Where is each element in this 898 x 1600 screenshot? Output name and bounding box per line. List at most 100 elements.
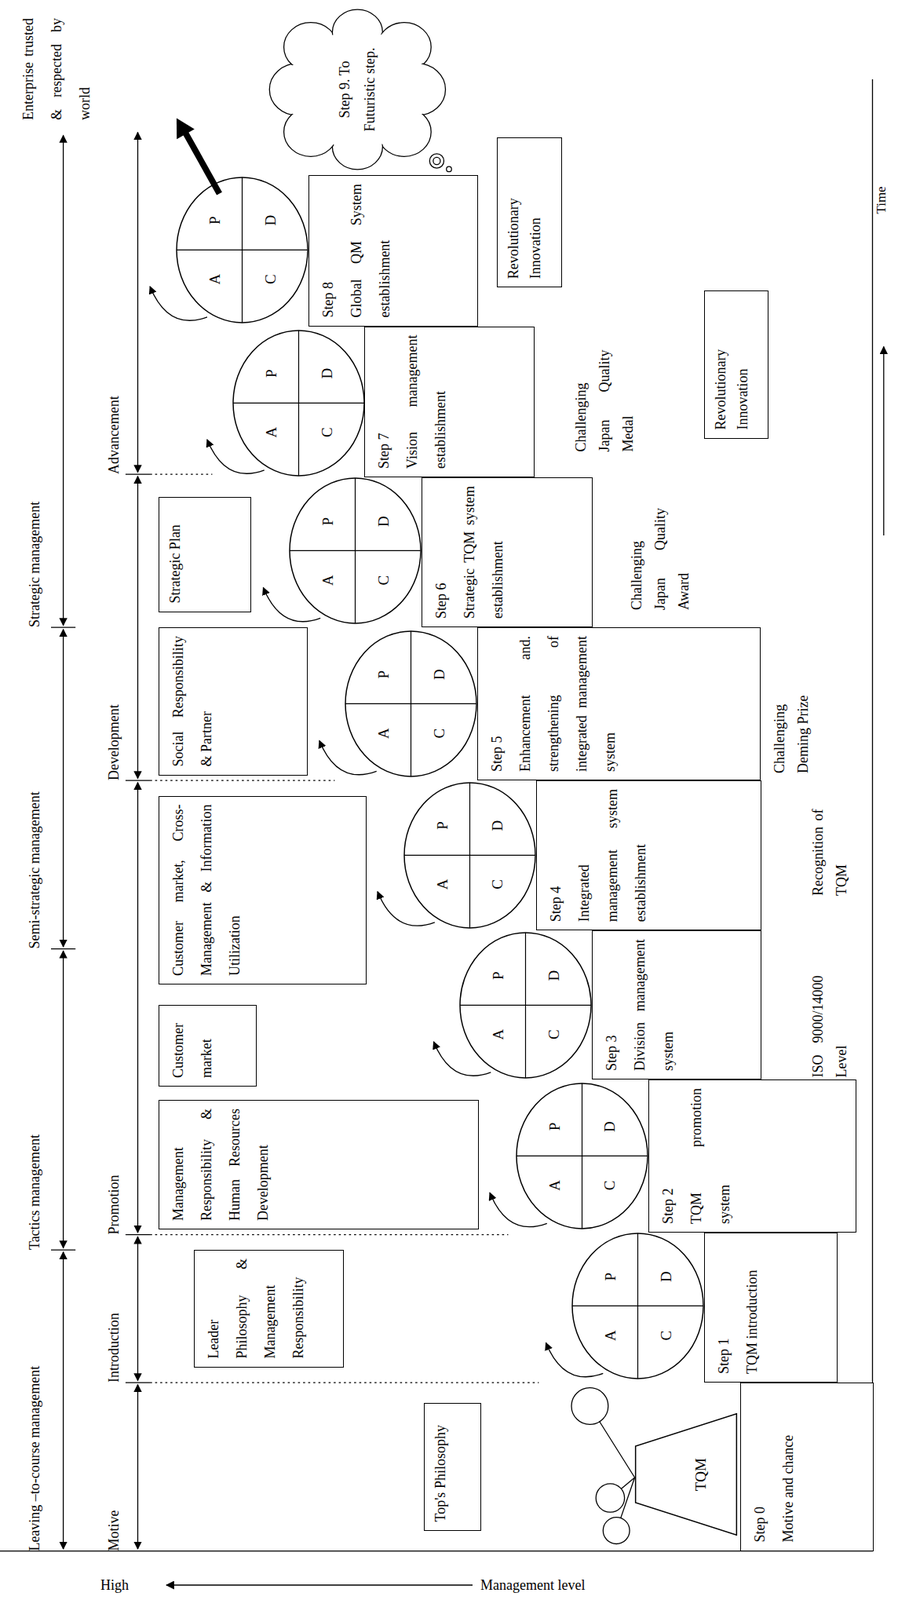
milestone-text: Challenging Deming Prize <box>767 671 815 774</box>
step-number: Step 1 <box>709 1241 738 1374</box>
pdca-letter: P <box>263 368 279 378</box>
step-title: Global QM System establishment <box>342 183 399 318</box>
pdca-circle: APCD <box>175 176 309 324</box>
milestone-text: Challenging Japan Quality Award <box>624 507 696 610</box>
box-text: Customer market <box>164 1013 221 1078</box>
pdca-letter: P <box>490 971 506 980</box>
pdca-circle: APCD <box>459 931 592 1079</box>
step-title: Integrated management system establishme… <box>569 788 655 922</box>
pdca-letter: C <box>431 728 447 739</box>
box-text: Strategic Plan <box>164 505 187 604</box>
management-stage: Strategic management <box>22 135 47 628</box>
pdca-letter: C <box>262 273 278 285</box>
wheel-rim <box>516 1083 648 1229</box>
concept-box: Top's Philosophy <box>423 1402 482 1531</box>
balloon <box>595 1483 625 1512</box>
span-arrow <box>137 782 139 1233</box>
wheel-divider <box>354 478 356 624</box>
management-stage: Leaving –to-course management <box>22 1249 47 1552</box>
balloon-sticks <box>589 1405 635 1531</box>
step-box: Step 1TQM introduction <box>704 1232 838 1383</box>
cloud-fill <box>292 30 423 149</box>
wheel-rim <box>404 782 536 928</box>
level-arrow-line <box>166 1584 473 1585</box>
pdca-letter: D <box>431 668 447 680</box>
span-arrow <box>62 950 64 1248</box>
wheel-rim <box>572 1233 704 1379</box>
phase-name: Motive <box>102 1382 126 1552</box>
step-box: Step 6Strategic TQM system establishment <box>421 477 593 628</box>
axis-label: High <box>100 1576 148 1594</box>
concept-box: Management Responsibility & Human Resour… <box>158 1099 479 1230</box>
step-number: Step 5 <box>482 635 512 772</box>
pdca-letter: D <box>602 1120 617 1132</box>
box-text: Revolutionary Innovation <box>502 146 547 279</box>
step-number: Step 8 <box>313 183 343 318</box>
pdca-wheel <box>571 1232 705 1380</box>
span-ticks <box>125 474 150 1383</box>
wheel-divider <box>298 330 300 476</box>
trapezoid-text: TQM <box>691 1457 711 1491</box>
wheel-rim <box>233 330 365 476</box>
step-number: Step 2 <box>653 1087 683 1224</box>
box-text: Top's Philosophy <box>429 1411 452 1523</box>
pdca-letter: C <box>319 427 335 438</box>
tqm-trapezoid: TQM <box>635 1412 738 1536</box>
trapezoid-outline <box>635 1412 738 1536</box>
milestone-text: Recognition of TQM <box>806 809 854 897</box>
span-arrow <box>137 476 139 779</box>
step-box: Step 7Vision management establishment <box>364 326 535 478</box>
pdca-letter: A <box>434 879 449 891</box>
pdca-letter: D <box>262 215 278 227</box>
concept-box: Customer market, Cross-Management & Info… <box>158 795 367 986</box>
pdca-letter: A <box>375 727 391 739</box>
level-arrow <box>0 1566 898 1598</box>
step-box: Step 2TQM promotion system <box>648 1079 857 1233</box>
trapezoid-shape <box>635 1413 737 1535</box>
thought-bubble <box>433 156 441 165</box>
concept-box: Leader Philosophy & Management Responsib… <box>193 1249 344 1368</box>
concept-box: Social Responsibility & Partner <box>158 627 308 776</box>
concept-box: Strategic Plan <box>158 496 252 613</box>
pdca-letter: A <box>490 1029 506 1041</box>
trapezoid-text-area: TQM <box>665 1412 738 1536</box>
pdca-circle: APCD <box>232 329 366 477</box>
management-stage: Tactics management <box>22 949 47 1251</box>
pdca-wheel <box>288 477 422 625</box>
pdca-wheel <box>344 630 478 778</box>
pdca-letter: A <box>206 273 222 285</box>
wheel-divider <box>525 932 526 1078</box>
balloon <box>602 1517 630 1545</box>
thought-cloud: Step 9. To Futuristic step. <box>267 7 448 172</box>
goal-text: Enterprise trusted & respected by world <box>14 18 99 121</box>
span-arrow <box>62 135 64 625</box>
pdca-circle: APCD <box>288 477 422 625</box>
box-text: Leader Philosophy & Management Responsib… <box>199 1258 313 1359</box>
milestone-text: ISO 9000/14000 Level <box>806 974 854 1077</box>
milestone-text: Challenging Japan Quality Medal <box>569 350 640 453</box>
step-number: Step 6 <box>427 485 456 619</box>
box-text: Customer market, Cross-Management & Info… <box>164 804 249 977</box>
future-arrow-head <box>176 117 195 139</box>
cloud-outline <box>267 7 448 172</box>
step-box: Step 4Integrated management system estab… <box>536 780 762 931</box>
phase-name: Advancement <box>102 132 126 475</box>
span-arrow <box>137 1236 139 1380</box>
pdca-letter: D <box>657 1270 673 1282</box>
pdca-wheel <box>403 781 537 928</box>
wheel-divider <box>410 631 412 777</box>
pdca-letter: C <box>602 1180 617 1191</box>
thought-bubble <box>446 166 453 172</box>
step-title: Vision management establishment <box>397 335 455 469</box>
pdca-letter: A <box>602 1329 618 1341</box>
step-title: TQM promotion system <box>682 1087 739 1224</box>
pdca-letter: D <box>489 820 505 832</box>
balloon <box>571 1387 609 1425</box>
pdca-circle: APCD <box>571 1232 705 1380</box>
span-arrow <box>62 1252 64 1549</box>
pdca-letter: P <box>546 1122 562 1132</box>
pdca-letter: C <box>545 1029 561 1040</box>
wheel-divider <box>637 1233 639 1379</box>
wheel-rim <box>345 631 477 777</box>
step-box: Step 8Global QM System establishment <box>308 175 479 326</box>
